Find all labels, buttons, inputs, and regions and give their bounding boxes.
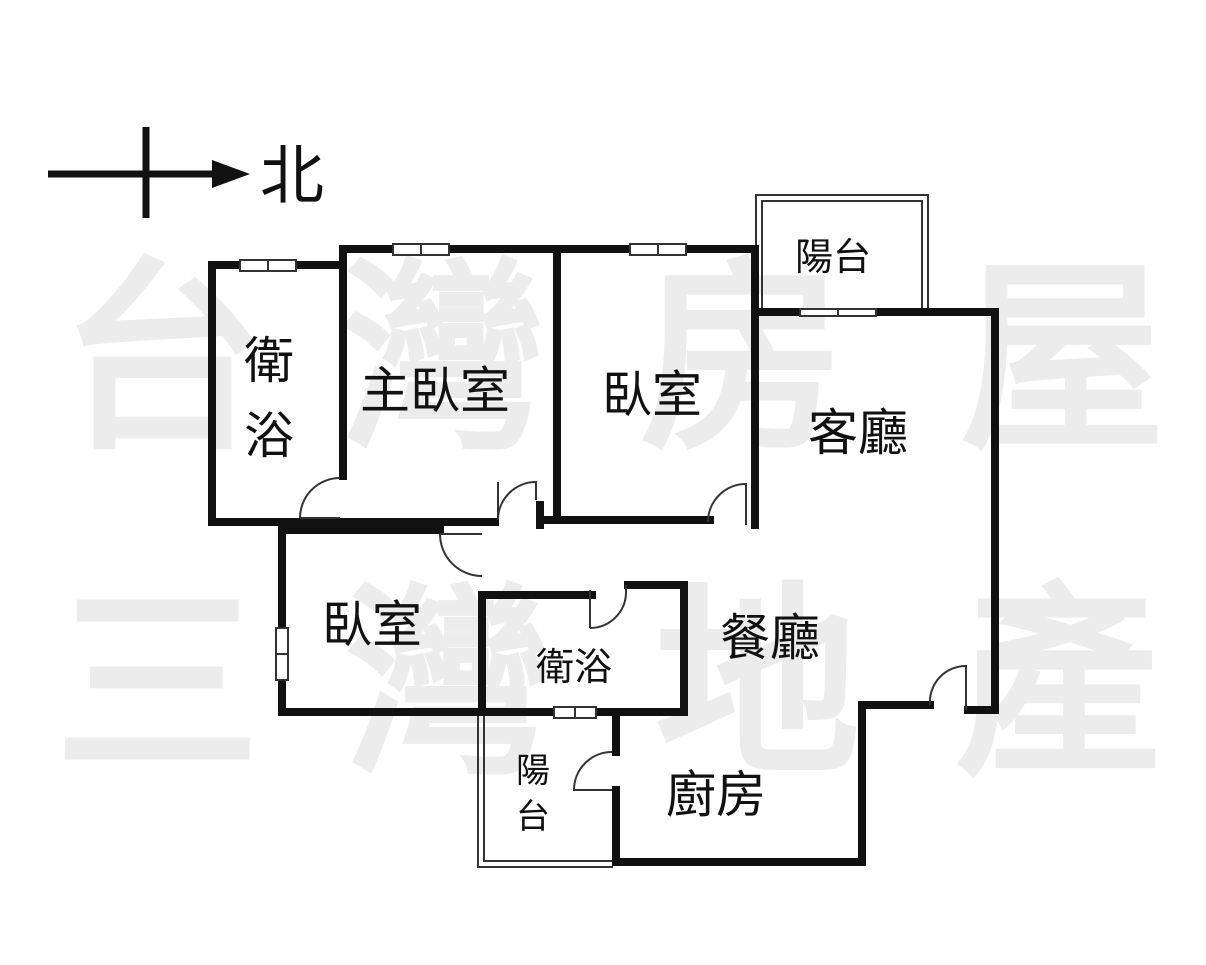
- window-bedroom-2: [275, 627, 289, 681]
- window-bath-2: [553, 706, 597, 719]
- label-balcony-top: 陽台: [795, 235, 871, 279]
- north-label: 北: [260, 140, 324, 214]
- window-bedroom-1: [629, 243, 687, 256]
- wall-kitchen: [612, 701, 866, 866]
- compass-arrow-head-icon: [212, 160, 250, 188]
- label-bedroom-1: 臥室: [602, 366, 702, 424]
- label-kitchen: 廚房: [666, 766, 766, 824]
- door-bath-master-icon: [299, 477, 341, 519]
- door-entry-icon: [928, 664, 967, 710]
- window-balcony-door: [799, 308, 877, 317]
- wall-bath-master: [208, 261, 347, 526]
- label-balcony-bottom-1: 陽: [516, 751, 550, 791]
- watermark-char: 台: [60, 241, 265, 479]
- doors: [299, 477, 967, 791]
- door-bedroom-1-icon: [707, 482, 747, 525]
- door-master-bedroom-icon: [497, 480, 537, 521]
- room-labels: 衛 浴 主臥室 臥室 陽台 客廳 臥室 衛浴 餐廳 陽 台 廚房: [244, 235, 908, 837]
- label-bath-master-2: 浴: [244, 407, 294, 465]
- window-bath-master: [239, 259, 297, 272]
- door-bedroom-2-icon: [439, 533, 483, 577]
- watermark-char: 房: [640, 241, 845, 479]
- label-bedroom-2: 臥室: [322, 596, 422, 654]
- label-balcony-bottom-2: 台: [516, 797, 550, 837]
- watermark-char: 灣: [340, 241, 545, 479]
- north-compass: 北: [48, 127, 324, 218]
- watermark-char: 屋: [960, 241, 1165, 479]
- window-master-bedroom: [392, 243, 450, 256]
- watermark: 台 灣 房 屋 三 灣 地 產: [55, 241, 1165, 804]
- label-bath-master-1: 衛: [244, 332, 294, 390]
- door-bath-2-icon: [589, 585, 627, 629]
- label-living-room: 客廳: [808, 404, 908, 462]
- label-bath-2: 衛浴: [536, 645, 612, 689]
- windows: [239, 243, 877, 719]
- watermark-char: 灣: [345, 566, 550, 804]
- door-balcony-icon: [572, 751, 613, 791]
- walls: [208, 245, 999, 866]
- watermark-char: 地: [655, 566, 860, 804]
- watermark-char: 三: [55, 566, 260, 804]
- label-dining-room: 餐廳: [720, 609, 820, 667]
- label-master-bedroom: 主臥室: [360, 362, 510, 420]
- watermark-char: 產: [955, 566, 1160, 804]
